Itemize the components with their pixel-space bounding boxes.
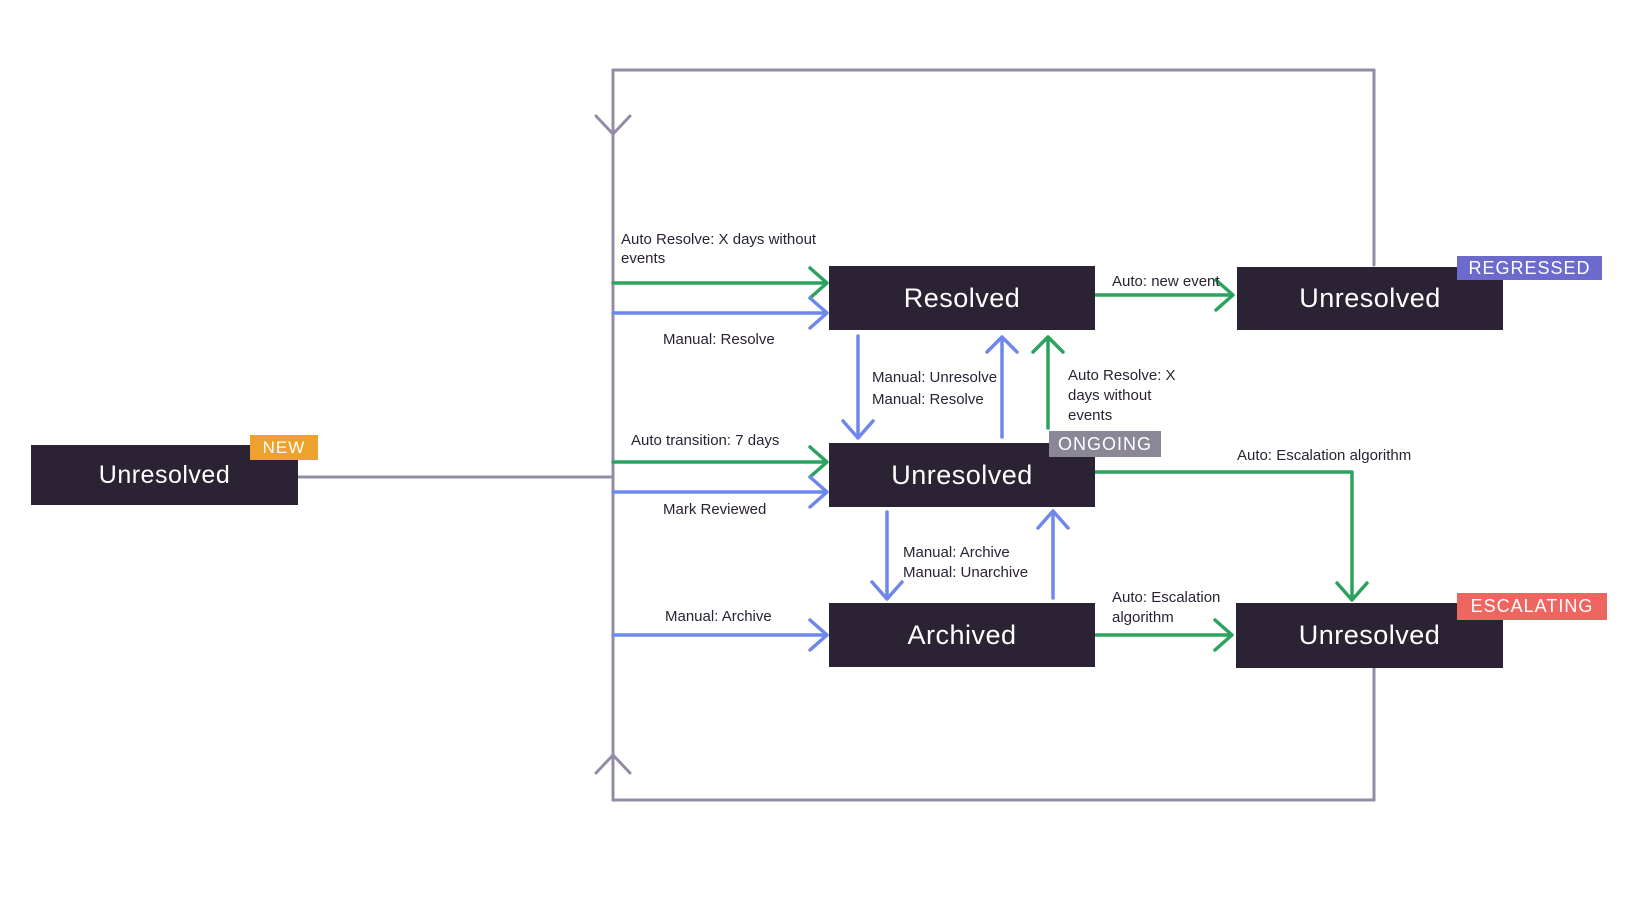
manual-unresolve-down-arrowhead-icon — [841, 419, 875, 440]
badge-new: NEW — [250, 435, 318, 460]
node-label: Unresolved — [1298, 620, 1441, 650]
manual-resolve-top-arrowhead-icon — [808, 296, 829, 330]
node-label: Unresolved — [891, 459, 1033, 490]
badge-escalating: ESCALATING — [1457, 593, 1607, 620]
mark-reviewed-arrowhead-icon — [808, 475, 829, 509]
node-label: Resolved — [903, 282, 1021, 313]
node-label: Archived — [907, 619, 1017, 650]
manual-unarchive-up-arrowhead-icon — [1036, 509, 1070, 530]
node-resolved: Resolved — [829, 266, 1095, 330]
auto-resolve-up-arrowhead-icon — [1031, 335, 1065, 354]
node-label: Unresolved — [98, 460, 231, 489]
node-label: Unresolved — [1299, 283, 1441, 313]
manual-resolve-up-arrowhead-icon — [985, 335, 1019, 354]
auto-new-event-arrowhead-icon — [1214, 278, 1235, 312]
label-auto-escalation-top: Auto: Escalation algorithm — [1237, 447, 1412, 464]
label-auto-resolve-mid: Auto Resolve: X days without events — [1068, 367, 1176, 424]
flow-up-chevron-icon — [594, 753, 632, 775]
auto-resolve-top-arrowhead-icon — [808, 266, 829, 300]
auto-escalation-bottom-arrowhead-icon — [1213, 618, 1234, 652]
label-auto-escalation-bottom: Auto: Escalation algorithm — [1112, 589, 1221, 626]
node-archived: Archived — [829, 603, 1095, 667]
auto-transition-arrowhead-icon — [808, 445, 829, 479]
label-manual-unresolve-resolve: Manual: Unresolve Manual: Resolve — [872, 369, 998, 408]
label-auto-transition: Auto transition: 7 days — [631, 432, 780, 449]
flow-down-chevron-icon — [594, 114, 632, 136]
label-auto-new-event: Auto: new event — [1112, 273, 1220, 290]
badge-ongoing: ONGOING — [1049, 431, 1161, 457]
auto-escalation-top-arrow — [1094, 470, 1354, 599]
label-mark-reviewed: Mark Reviewed — [663, 501, 767, 518]
manual-archive-down-arrowhead-icon — [870, 580, 904, 601]
label-manual-archive-unarchive: Manual: Archive Manual: Unarchive — [903, 544, 1029, 581]
label-manual-archive-left: Manual: Archive — [665, 608, 772, 625]
badge-regressed: REGRESSED — [1457, 256, 1602, 280]
auto-escalation-top-arrowhead-icon — [1335, 581, 1369, 602]
manual-archive-left-arrowhead-icon — [808, 618, 829, 652]
label-manual-resolve-top: Manual: Resolve — [663, 331, 775, 348]
label-auto-resolve-top: Auto Resolve: X days without events — [621, 231, 817, 267]
